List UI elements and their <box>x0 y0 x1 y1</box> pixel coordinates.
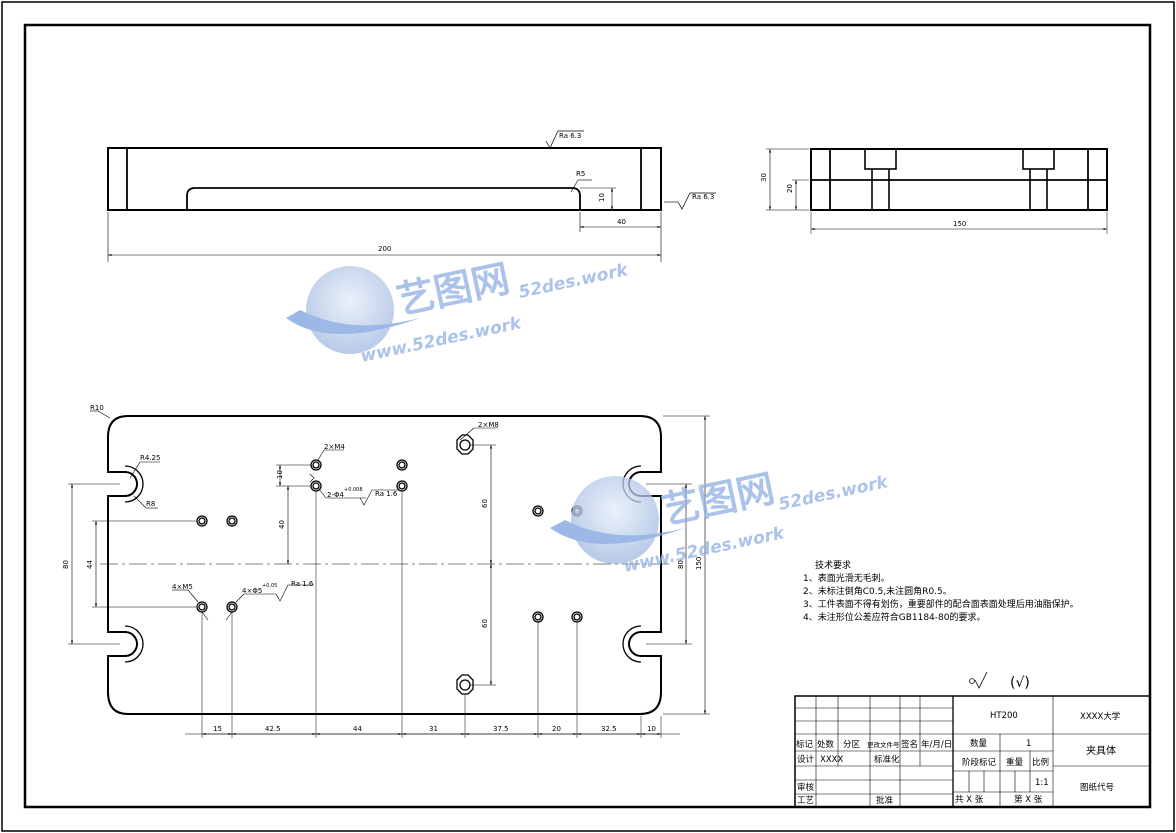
dim-10: 10 <box>276 470 284 479</box>
school: XXXX大学 <box>1080 711 1121 722</box>
design-value: XXXX <box>820 755 843 765</box>
bottom-dim: 42.5 <box>265 725 281 733</box>
dim-80-right: 80 <box>677 560 685 569</box>
tech-item: 3、工件表面不得有划伤，重要部件的配合面表面处理后用油脂保护。 <box>803 598 1079 610</box>
dim-60-upper: 60 <box>481 499 489 508</box>
qty-value: 1 <box>1026 739 1031 749</box>
bottom-dim: 37.5 <box>493 725 509 733</box>
front-view <box>107 130 716 262</box>
top-view <box>68 410 710 738</box>
roughness-a: Ra 1.6 <box>375 490 398 498</box>
title-block <box>794 695 1151 808</box>
rev-header: 更改文件号 <box>867 740 900 749</box>
callout-pin: 2-Φ4 <box>327 491 344 499</box>
design-label: 设计 <box>797 754 815 765</box>
front-radius-label: R5 <box>576 170 585 178</box>
bottom-dimension-labels: 15 42.5 44 31 37.5 20 32.5 10 <box>213 725 656 733</box>
stage-label: 阶段标记 <box>962 757 997 768</box>
dim-80-left: 80 <box>62 560 70 569</box>
general-roughness <box>969 671 988 689</box>
watermark-brand: 艺图网 <box>658 466 779 533</box>
label-slot-inner-radius: R8 <box>146 500 155 508</box>
side-height-inner: 20 <box>786 184 794 193</box>
scale-label: 比例 <box>1032 757 1049 768</box>
roughness-b: Ra 1.6 <box>291 580 314 588</box>
review-label: 审核 <box>797 782 815 793</box>
bottom-dim: 20 <box>552 725 561 733</box>
bottom-dim: 44 <box>353 725 362 733</box>
scale-value: 1:1 <box>1035 778 1049 788</box>
watermark-globe-icon <box>306 266 394 354</box>
label-slot-radius: R4.25 <box>140 454 160 462</box>
rev-header: 年/月/日 <box>921 739 952 750</box>
sheet-no: 第 X 张 <box>1014 794 1043 805</box>
side-view <box>766 148 1108 234</box>
material: HT200 <box>990 711 1018 721</box>
tech-item: 2、未标注倒角C0.5,未注圆角R0.5。 <box>803 585 952 597</box>
dim-40: 40 <box>278 520 286 529</box>
tech-item: 4、未注形位公差应符合GB1184-80的要求。 <box>803 611 985 623</box>
front-roughness-top: Ra 6.3 <box>559 132 581 140</box>
side-height-total: 30 <box>760 173 768 182</box>
front-roughness-right: Ra 6.3 <box>692 193 714 201</box>
front-depth-label: 10 <box>598 193 606 202</box>
rev-header: 处数 <box>817 739 835 750</box>
dim-60-lower: 60 <box>481 619 489 628</box>
rev-header: 分区 <box>843 740 861 750</box>
approve-label: 批准 <box>876 795 894 806</box>
front-overall-length: 200 <box>378 245 391 253</box>
weight-label: 重量 <box>1006 757 1024 768</box>
side-width: 150 <box>953 220 966 228</box>
tech-requirements: 技术要求 1、表面光滑无毛刺。 2、未标注倒角C0.5,未注圆角R0.5。 3、… <box>803 559 1079 623</box>
tech-item: 1、表面光滑无毛刺。 <box>803 572 890 584</box>
bottom-dim: 15 <box>213 725 222 733</box>
callout-pin-2-tol: +0.05 <box>262 583 277 589</box>
front-pocket-width: 40 <box>617 218 626 226</box>
inner-border <box>23 23 1152 809</box>
watermark-url-short: 52des.work <box>777 472 891 515</box>
callout-pin-tol: +0.008 <box>344 487 363 493</box>
callout-pin-2: 4×Φ5 <box>242 587 262 595</box>
callout-m4: 2×M4 <box>324 443 345 451</box>
bottom-dim: 32.5 <box>601 725 617 733</box>
label-corner-radius: R10 <box>90 404 104 412</box>
rev-header: 签名 <box>901 739 918 750</box>
std-label: 标准化 <box>874 754 900 765</box>
callout-m5: 4×M5 <box>172 583 193 591</box>
watermark-1: 艺图网 52des.work www.52des.work <box>286 256 631 367</box>
process-label: 工艺 <box>797 796 814 806</box>
title-block-text: HT200 XXXX大学 夹具体 图纸代号 数量 1 阶段标记 重量 比例 1:… <box>796 711 1121 806</box>
watermark-globe-icon <box>571 476 659 564</box>
drawing-code: 图纸代号 <box>1080 782 1114 793</box>
bottom-dim: 31 <box>429 725 438 733</box>
general-roughness-note: (√) <box>1010 675 1030 691</box>
watermark-brand: 艺图网 <box>393 256 514 323</box>
rev-header: 标记 <box>796 739 814 750</box>
qty-label: 数量 <box>970 738 988 749</box>
bottom-dim: 10 <box>647 725 656 733</box>
callout-m8: 2×M8 <box>478 421 499 429</box>
tech-heading: 技术要求 <box>815 559 851 571</box>
part-name: 夹具体 <box>1086 744 1116 757</box>
dim-150-right: 150 <box>695 557 703 570</box>
dim-44-left: 44 <box>86 560 94 569</box>
sheet-total: 共 X 张 <box>955 795 984 805</box>
watermark-url-short: 52des.work <box>517 260 631 303</box>
